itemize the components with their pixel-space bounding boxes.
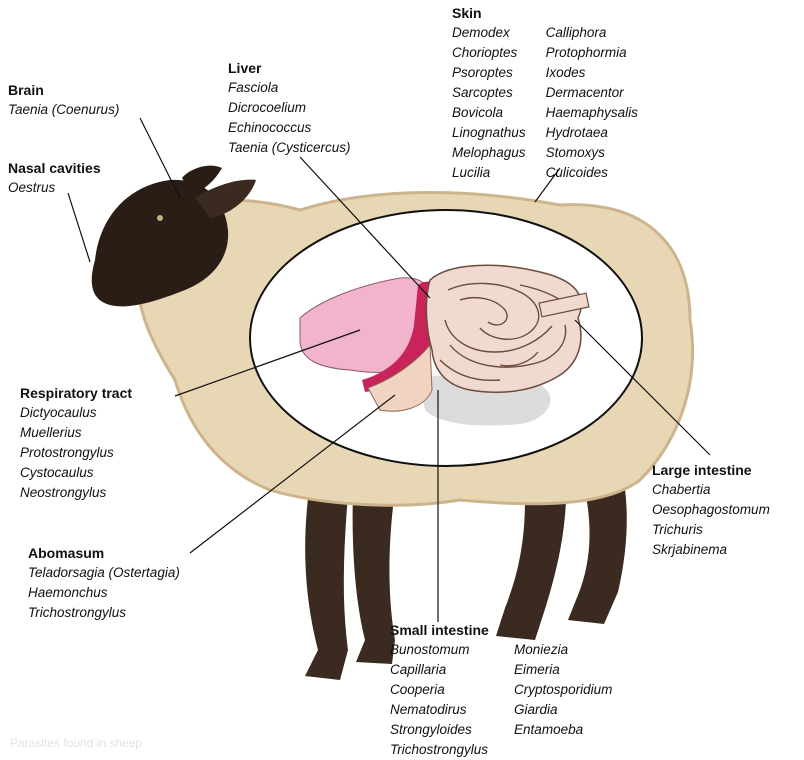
label-liver: Liver Fasciola Dicrocoelium Echinococcus…	[228, 58, 351, 158]
skin-parasite: Haemaphysalis	[546, 103, 638, 123]
skin-columns: Demodex Chorioptes Psoroptes Sarcoptes B…	[452, 23, 638, 183]
label-abomasum-title: Abomasum	[28, 543, 180, 563]
large-intestine-parasite: Oesophagostomum	[652, 500, 770, 520]
label-brain: Brain Taenia (Coenurus)	[8, 80, 119, 120]
liver-parasite: Dicrocoelium	[228, 98, 351, 118]
large-intestine-parasite: Skrjabinema	[652, 540, 770, 560]
skin-parasite: Ixodes	[546, 63, 638, 83]
small-intestine-parasite: Strongyloides	[390, 720, 488, 740]
small-intestine-parasite: Eimeria	[514, 660, 612, 680]
skin-parasite: Stomoxys	[546, 143, 638, 163]
label-skin-title: Skin	[452, 3, 638, 23]
intestine-shape	[426, 265, 581, 392]
liver-parasite: Taenia (Cysticercus)	[228, 138, 351, 158]
label-nasal: Nasal cavities Oestrus	[8, 158, 101, 198]
small-intestine-parasite: Trichostrongylus	[390, 740, 488, 760]
small-intestine-parasite: Capillaria	[390, 660, 488, 680]
skin-parasite: Lucilia	[452, 163, 526, 183]
label-large-intestine: Large intestine Chabertia Oesophagostomu…	[652, 460, 770, 560]
label-brain-title: Brain	[8, 80, 119, 100]
label-respiratory-title: Respiratory tract	[20, 383, 132, 403]
skin-parasite: Protophormia	[546, 43, 638, 63]
skin-parasite: Chorioptes	[452, 43, 526, 63]
label-skin: Skin Demodex Chorioptes Psoroptes Sarcop…	[452, 3, 638, 183]
small-intestine-col-1: Bunostomum Capillaria Cooperia Nematodir…	[390, 640, 488, 760]
label-nasal-title: Nasal cavities	[8, 158, 101, 178]
skin-parasite: Calliphora	[546, 23, 638, 43]
skin-parasite: Culicoides	[546, 163, 638, 183]
label-respiratory: Respiratory tract Dictyocaulus Muelleriu…	[20, 383, 132, 503]
skin-col-2: Calliphora Protophormia Ixodes Dermacent…	[546, 23, 638, 183]
respiratory-parasite: Cystocaulus	[20, 463, 132, 483]
small-intestine-parasite: Giardia	[514, 700, 612, 720]
skin-parasite: Dermacentor	[546, 83, 638, 103]
respiratory-parasite: Protostrongylus	[20, 443, 132, 463]
liver-parasite: Fasciola	[228, 78, 351, 98]
skin-parasite: Linognathus	[452, 123, 526, 143]
skin-parasite: Demodex	[452, 23, 526, 43]
label-abomasum: Abomasum Teladorsagia (Ostertagia) Haemo…	[28, 543, 180, 623]
respiratory-parasite: Neostrongylus	[20, 483, 132, 503]
small-intestine-parasite: Moniezia	[514, 640, 612, 660]
small-intestine-parasite: Cryptosporidium	[514, 680, 612, 700]
small-intestine-parasite: Cooperia	[390, 680, 488, 700]
liver-parasite: Echinococcus	[228, 118, 351, 138]
small-intestine-parasite: Entamoeba	[514, 720, 612, 740]
label-small-intestine-title: Small intestine	[390, 620, 612, 640]
respiratory-parasite: Muellerius	[20, 423, 132, 443]
respiratory-parasite: Dictyocaulus	[20, 403, 132, 423]
large-intestine-parasite: Trichuris	[652, 520, 770, 540]
skin-parasite: Sarcoptes	[452, 83, 526, 103]
figure-caption: Parasites found in sheep	[10, 736, 142, 750]
large-intestine-parasite: Chabertia	[652, 480, 770, 500]
label-small-intestine: Small intestine Bunostomum Capillaria Co…	[390, 620, 612, 760]
skin-parasite: Psoroptes	[452, 63, 526, 83]
skin-col-1: Demodex Chorioptes Psoroptes Sarcoptes B…	[452, 23, 526, 183]
abomasum-parasite: Haemonchus	[28, 583, 180, 603]
label-large-intestine-title: Large intestine	[652, 460, 770, 480]
abomasum-parasite: Trichostrongylus	[28, 603, 180, 623]
skin-parasite: Hydrotaea	[546, 123, 638, 143]
nasal-parasite: Oestrus	[8, 178, 101, 198]
skin-parasite: Bovicola	[452, 103, 526, 123]
brain-parasite: Taenia (Coenurus)	[8, 100, 119, 120]
label-liver-title: Liver	[228, 58, 351, 78]
small-intestine-parasite: Nematodirus	[390, 700, 488, 720]
small-intestine-columns: Bunostomum Capillaria Cooperia Nematodir…	[390, 640, 612, 760]
skin-parasite: Melophagus	[452, 143, 526, 163]
abomasum-parasite: Teladorsagia (Ostertagia)	[28, 563, 180, 583]
small-intestine-col-2: Moniezia Eimeria Cryptosporidium Giardia…	[514, 640, 612, 760]
small-intestine-parasite: Bunostomum	[390, 640, 488, 660]
